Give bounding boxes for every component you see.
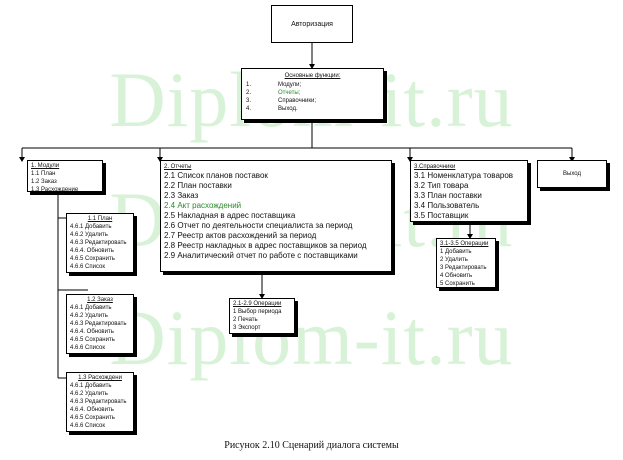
- ref-ops-box: 3.1-3.5 Операции 1 Добавить 2 Удалить 3 …: [436, 238, 496, 288]
- discrepancy-item: 4.6.3 Редактировать: [70, 399, 127, 405]
- watermark-3: Diplom-it.ru: [109, 294, 514, 381]
- reports-box: 2. Отчеты 2.1 Список планов поставок 2.2…: [160, 160, 392, 272]
- refs-item: 3.2 Тип товара: [414, 181, 469, 190]
- reports-item: 2.1 Список планов поставок: [164, 171, 268, 180]
- plan-item: 4.6.6 Список: [70, 264, 105, 270]
- figure-caption: Рисунок 2.10 Сценарий диалога системы: [224, 440, 399, 451]
- reports-item: 2.6 Отчет по деятельности специалиста за…: [164, 221, 353, 230]
- ref-ops-item: 3 Редактировать: [440, 265, 487, 271]
- reports-item: 2.9 Аналитический отчет по работе с пост…: [164, 251, 358, 260]
- plan-box: 1.1 План 4.6.1 Добавить 4.6.2 Удалить 4.…: [66, 213, 134, 273]
- order-title: 1.2 Заказ: [87, 297, 113, 303]
- discrepancy-item: 4.6.5 Сохранить: [70, 415, 115, 421]
- modules-box: 1. Модули 1.1 План 1.2 Заказ 1.3 Расхожд…: [27, 160, 103, 193]
- ref-ops-title: 3.1-3.5 Операции: [440, 241, 489, 247]
- main-functions-title: Основные функции:: [284, 73, 341, 79]
- report-ops-box: 2.1-2.9 Операции 1 Выбор периода 2 Печат…: [229, 298, 295, 334]
- main-item-num: 2.: [246, 90, 252, 96]
- refs-item: 3.4 Пользователь: [414, 201, 480, 210]
- modules-item: 1.3 Расхождение: [31, 187, 79, 193]
- main-item-num: 1.: [246, 82, 252, 88]
- order-item: 4.6.2 Удалить: [70, 313, 108, 319]
- ref-ops-item: 5 Сохранить: [440, 281, 475, 287]
- auth-title: Авторизация: [291, 21, 333, 28]
- exit-title: Выход: [563, 171, 581, 177]
- plan-item: 4.6.3 Редактировать: [70, 240, 127, 246]
- reports-item: 2.3 Заказ: [164, 191, 199, 200]
- main-functions-box: Основные функции: 1. Модули; 2. Отчеты; 3.…: [241, 68, 384, 120]
- order-item: 4.6.3 Редактировать: [70, 321, 127, 327]
- main-item-num: 3.: [246, 98, 252, 104]
- main-item-refs: Справочники;: [278, 98, 317, 104]
- order-item: 4.6.5 Сохранить: [70, 337, 115, 343]
- ref-ops-item: 4 Обновить: [440, 273, 473, 279]
- main-item-modules: Модули;: [278, 82, 302, 88]
- report-ops-item: 1 Выбор периода: [233, 309, 282, 315]
- reports-item: 2.8 Реестр накладных в адрес поставщиков…: [164, 241, 367, 250]
- ref-ops-item: 2 Удалить: [440, 257, 468, 263]
- refs-item: 3.3 План поставки: [414, 191, 482, 200]
- plan-item: 4.6.2 Удалить: [70, 232, 108, 238]
- refs-item: 3.5 Поставщик: [414, 211, 469, 220]
- plan-item: 4.6.5 Сохранить: [70, 256, 115, 262]
- plan-item: 4.6.1 Добавить: [70, 224, 112, 230]
- discrepancy-item: 4.6.1 Добавить: [70, 383, 112, 389]
- report-ops-item: 2 Печать: [233, 317, 258, 323]
- reports-item: 2.5 Накладная в адрес поставщика: [164, 211, 296, 220]
- discrepancy-item: 4.6.6 Список: [70, 423, 105, 429]
- main-item-exit: Выход.: [278, 106, 298, 112]
- discrepancy-title: 1.3 Расхождени: [78, 375, 122, 381]
- refs-item: 3.1 Номенклатура товаров: [414, 171, 514, 180]
- modules-item: 1.1 План: [31, 171, 56, 177]
- exit-box: Выход: [537, 160, 607, 188]
- reports-title: 2. Отчеты: [164, 164, 192, 170]
- discrepancy-item: 4.6.4. Обновить: [70, 407, 114, 413]
- modules-item: 1.2 Заказ: [31, 179, 57, 185]
- main-item-reports: Отчеты;: [278, 90, 301, 96]
- reports-item: 2.2 План поставки: [164, 181, 232, 190]
- reports-item: 2.4 Акт расхождений: [164, 201, 242, 210]
- ref-ops-item: 1 Добавить: [440, 249, 472, 255]
- auth-box: Авторизация: [271, 5, 353, 43]
- order-item: 4.6.6 Список: [70, 345, 105, 351]
- refs-box: 3.Справочники 3.1 Номенклатура товаров 3…: [410, 160, 528, 222]
- order-box: 1.2 Заказ 4.6.1 Добавить 4.6.2 Удалить 4…: [66, 294, 134, 354]
- plan-item: 4.6.4. Обновить: [70, 248, 114, 254]
- report-ops-title: 2.1-2.9 Операции: [233, 301, 282, 307]
- reports-item: 2.7 Реестр актов расхождений за период: [164, 231, 317, 240]
- modules-title: 1. Модули: [31, 163, 60, 169]
- refs-title: 3.Справочники: [414, 164, 456, 170]
- plan-title: 1.1 План: [87, 216, 113, 222]
- report-ops-item: 3 Экспорт: [233, 325, 261, 331]
- order-item: 4.6.1 Добавить: [70, 305, 112, 311]
- discrepancy-item: 4.6.2 Удалить: [70, 391, 108, 397]
- discrepancy-box: 1.3 Расхождени 4.6.1 Добавить 4.6.2 Удал…: [66, 372, 134, 432]
- order-item: 4.6.4. Обновить: [70, 329, 114, 335]
- main-item-num: 4.: [246, 106, 252, 112]
